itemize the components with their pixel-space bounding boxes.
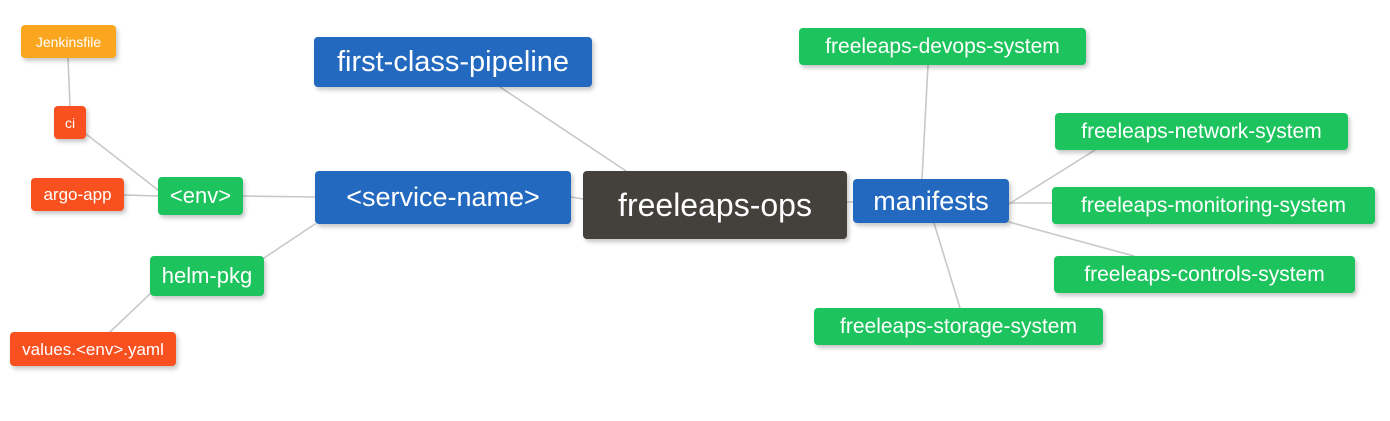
- edge-manifests-to-freeleaps-devops-system: [921, 64, 929, 180]
- node-label-freeleaps-ops: freeleaps-ops: [618, 187, 812, 223]
- node-freeleaps-network-system[interactable]: freeleaps-network-system: [1055, 113, 1348, 150]
- node-label-freeleaps-controls-system: freeleaps-controls-system: [1084, 263, 1325, 286]
- node-label-argo-app: argo-app: [43, 185, 112, 204]
- node-label-jenkinsfile: Jenkinsfile: [35, 33, 102, 50]
- edge-helm-pkg-to-values-yaml: [109, 291, 153, 333]
- node-freeleaps-devops-system[interactable]: freeleaps-devops-system: [799, 28, 1086, 65]
- node-env[interactable]: <env>: [158, 177, 243, 215]
- node-label-env: <env>: [169, 183, 232, 208]
- node-values-yaml[interactable]: values.<env>.yaml: [10, 332, 176, 366]
- node-ci[interactable]: ci: [54, 106, 86, 139]
- node-helm-pkg[interactable]: helm-pkg: [150, 256, 264, 296]
- node-manifests[interactable]: manifests: [853, 179, 1009, 223]
- node-label-values-yaml: values.<env>.yaml: [22, 339, 164, 359]
- node-first-class-pipeline[interactable]: first-class-pipeline: [314, 37, 592, 87]
- node-argo-app[interactable]: argo-app: [31, 178, 124, 211]
- node-label-manifests: manifests: [873, 185, 989, 216]
- edge-argo-app-to-env: [123, 194, 159, 197]
- edge-service-name-to-helm-pkg: [263, 223, 316, 259]
- edge-service-name-to-freeleaps-ops: [570, 196, 584, 200]
- node-service-name[interactable]: <service-name>: [315, 171, 571, 224]
- edge-env-to-service-name: [242, 195, 316, 198]
- node-label-freeleaps-monitoring-system: freeleaps-monitoring-system: [1081, 194, 1346, 217]
- edge-manifests-to-freeleaps-controls-system: [1008, 221, 1135, 257]
- edge-first-class-pipeline-to-freeleaps-ops: [499, 86, 627, 172]
- edge-manifests-to-freeleaps-storage-system: [933, 222, 961, 309]
- node-freeleaps-ops[interactable]: freeleaps-ops: [583, 171, 847, 239]
- node-label-helm-pkg: helm-pkg: [161, 263, 253, 288]
- node-freeleaps-storage-system[interactable]: freeleaps-storage-system: [814, 308, 1103, 345]
- node-label-freeleaps-devops-system: freeleaps-devops-system: [825, 35, 1060, 58]
- node-label-ci: ci: [64, 114, 76, 131]
- node-label-freeleaps-network-system: freeleaps-network-system: [1081, 120, 1322, 143]
- node-label-first-class-pipeline: first-class-pipeline: [336, 45, 570, 78]
- edge-jenkinsfile-to-ci: [67, 57, 71, 107]
- node-freeleaps-controls-system[interactable]: freeleaps-controls-system: [1054, 256, 1355, 293]
- node-jenkinsfile[interactable]: Jenkinsfile: [21, 25, 116, 58]
- node-label-service-name: <service-name>: [346, 182, 540, 212]
- node-label-freeleaps-storage-system: freeleaps-storage-system: [840, 315, 1077, 338]
- node-freeleaps-monitoring-system[interactable]: freeleaps-monitoring-system: [1052, 187, 1375, 224]
